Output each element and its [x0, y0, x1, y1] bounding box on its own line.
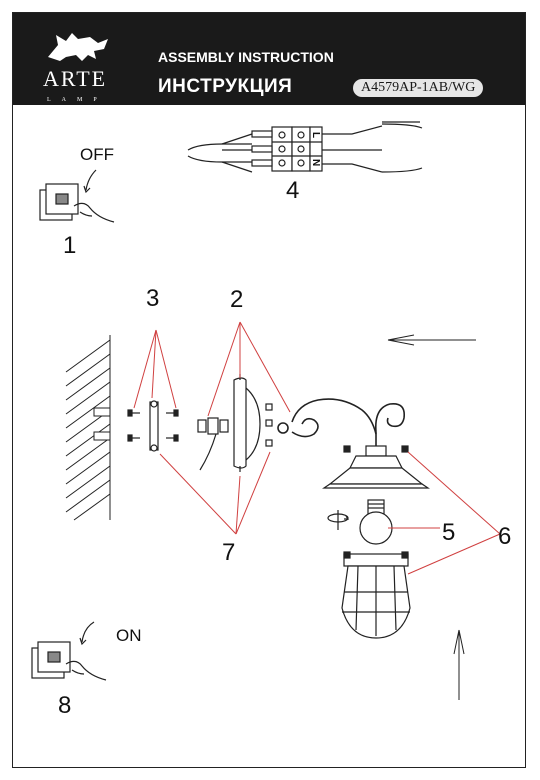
rotate-direction-icon — [327, 510, 350, 530]
light-bulb-icon — [359, 499, 393, 545]
griffin-logo-icon — [48, 33, 108, 61]
brand-name: ARTE — [43, 66, 108, 91]
lamp-shade — [322, 445, 430, 489]
step-number-4: 4 — [286, 177, 299, 204]
model-number: A4579AP-1AB/WG — [353, 79, 484, 97]
switch-on-icon — [31, 621, 107, 681]
step-number-7: 7 — [222, 539, 235, 566]
lamp-arm — [277, 398, 406, 446]
cage-glass — [341, 551, 411, 639]
wall-hatch — [65, 335, 111, 521]
switch-off-icon — [39, 169, 115, 223]
leader-lines — [133, 321, 501, 575]
off-label: OFF — [80, 145, 114, 164]
header-bar: ARTE LAMP ASSEMBLY INSTRUCTION ИНСТРУКЦИ… — [13, 13, 525, 105]
wire-connectors — [197, 417, 229, 471]
canopy — [233, 374, 273, 472]
title-russian: ИНСТРУКЦИЯ — [158, 76, 293, 97]
brand-subtitle: LAMP — [47, 97, 108, 103]
title-english: ASSEMBLY INSTRUCTION — [158, 49, 334, 65]
on-label: ON — [116, 626, 142, 645]
terminal-l-label: L — [310, 132, 321, 138]
up-arrow-icon — [453, 629, 465, 700]
step-number-5: 5 — [442, 519, 455, 546]
mounting-bracket — [127, 400, 179, 452]
left-arrow-icon — [387, 334, 476, 346]
step-number-1: 1 — [63, 232, 76, 259]
step-number-8: 8 — [58, 692, 71, 719]
terminal-n-label: N — [310, 159, 321, 166]
step-number-2: 2 — [230, 286, 243, 313]
terminal-block — [187, 121, 423, 173]
step-number-3: 3 — [146, 285, 159, 312]
step-number-6: 6 — [498, 523, 511, 550]
page-border — [12, 12, 526, 768]
